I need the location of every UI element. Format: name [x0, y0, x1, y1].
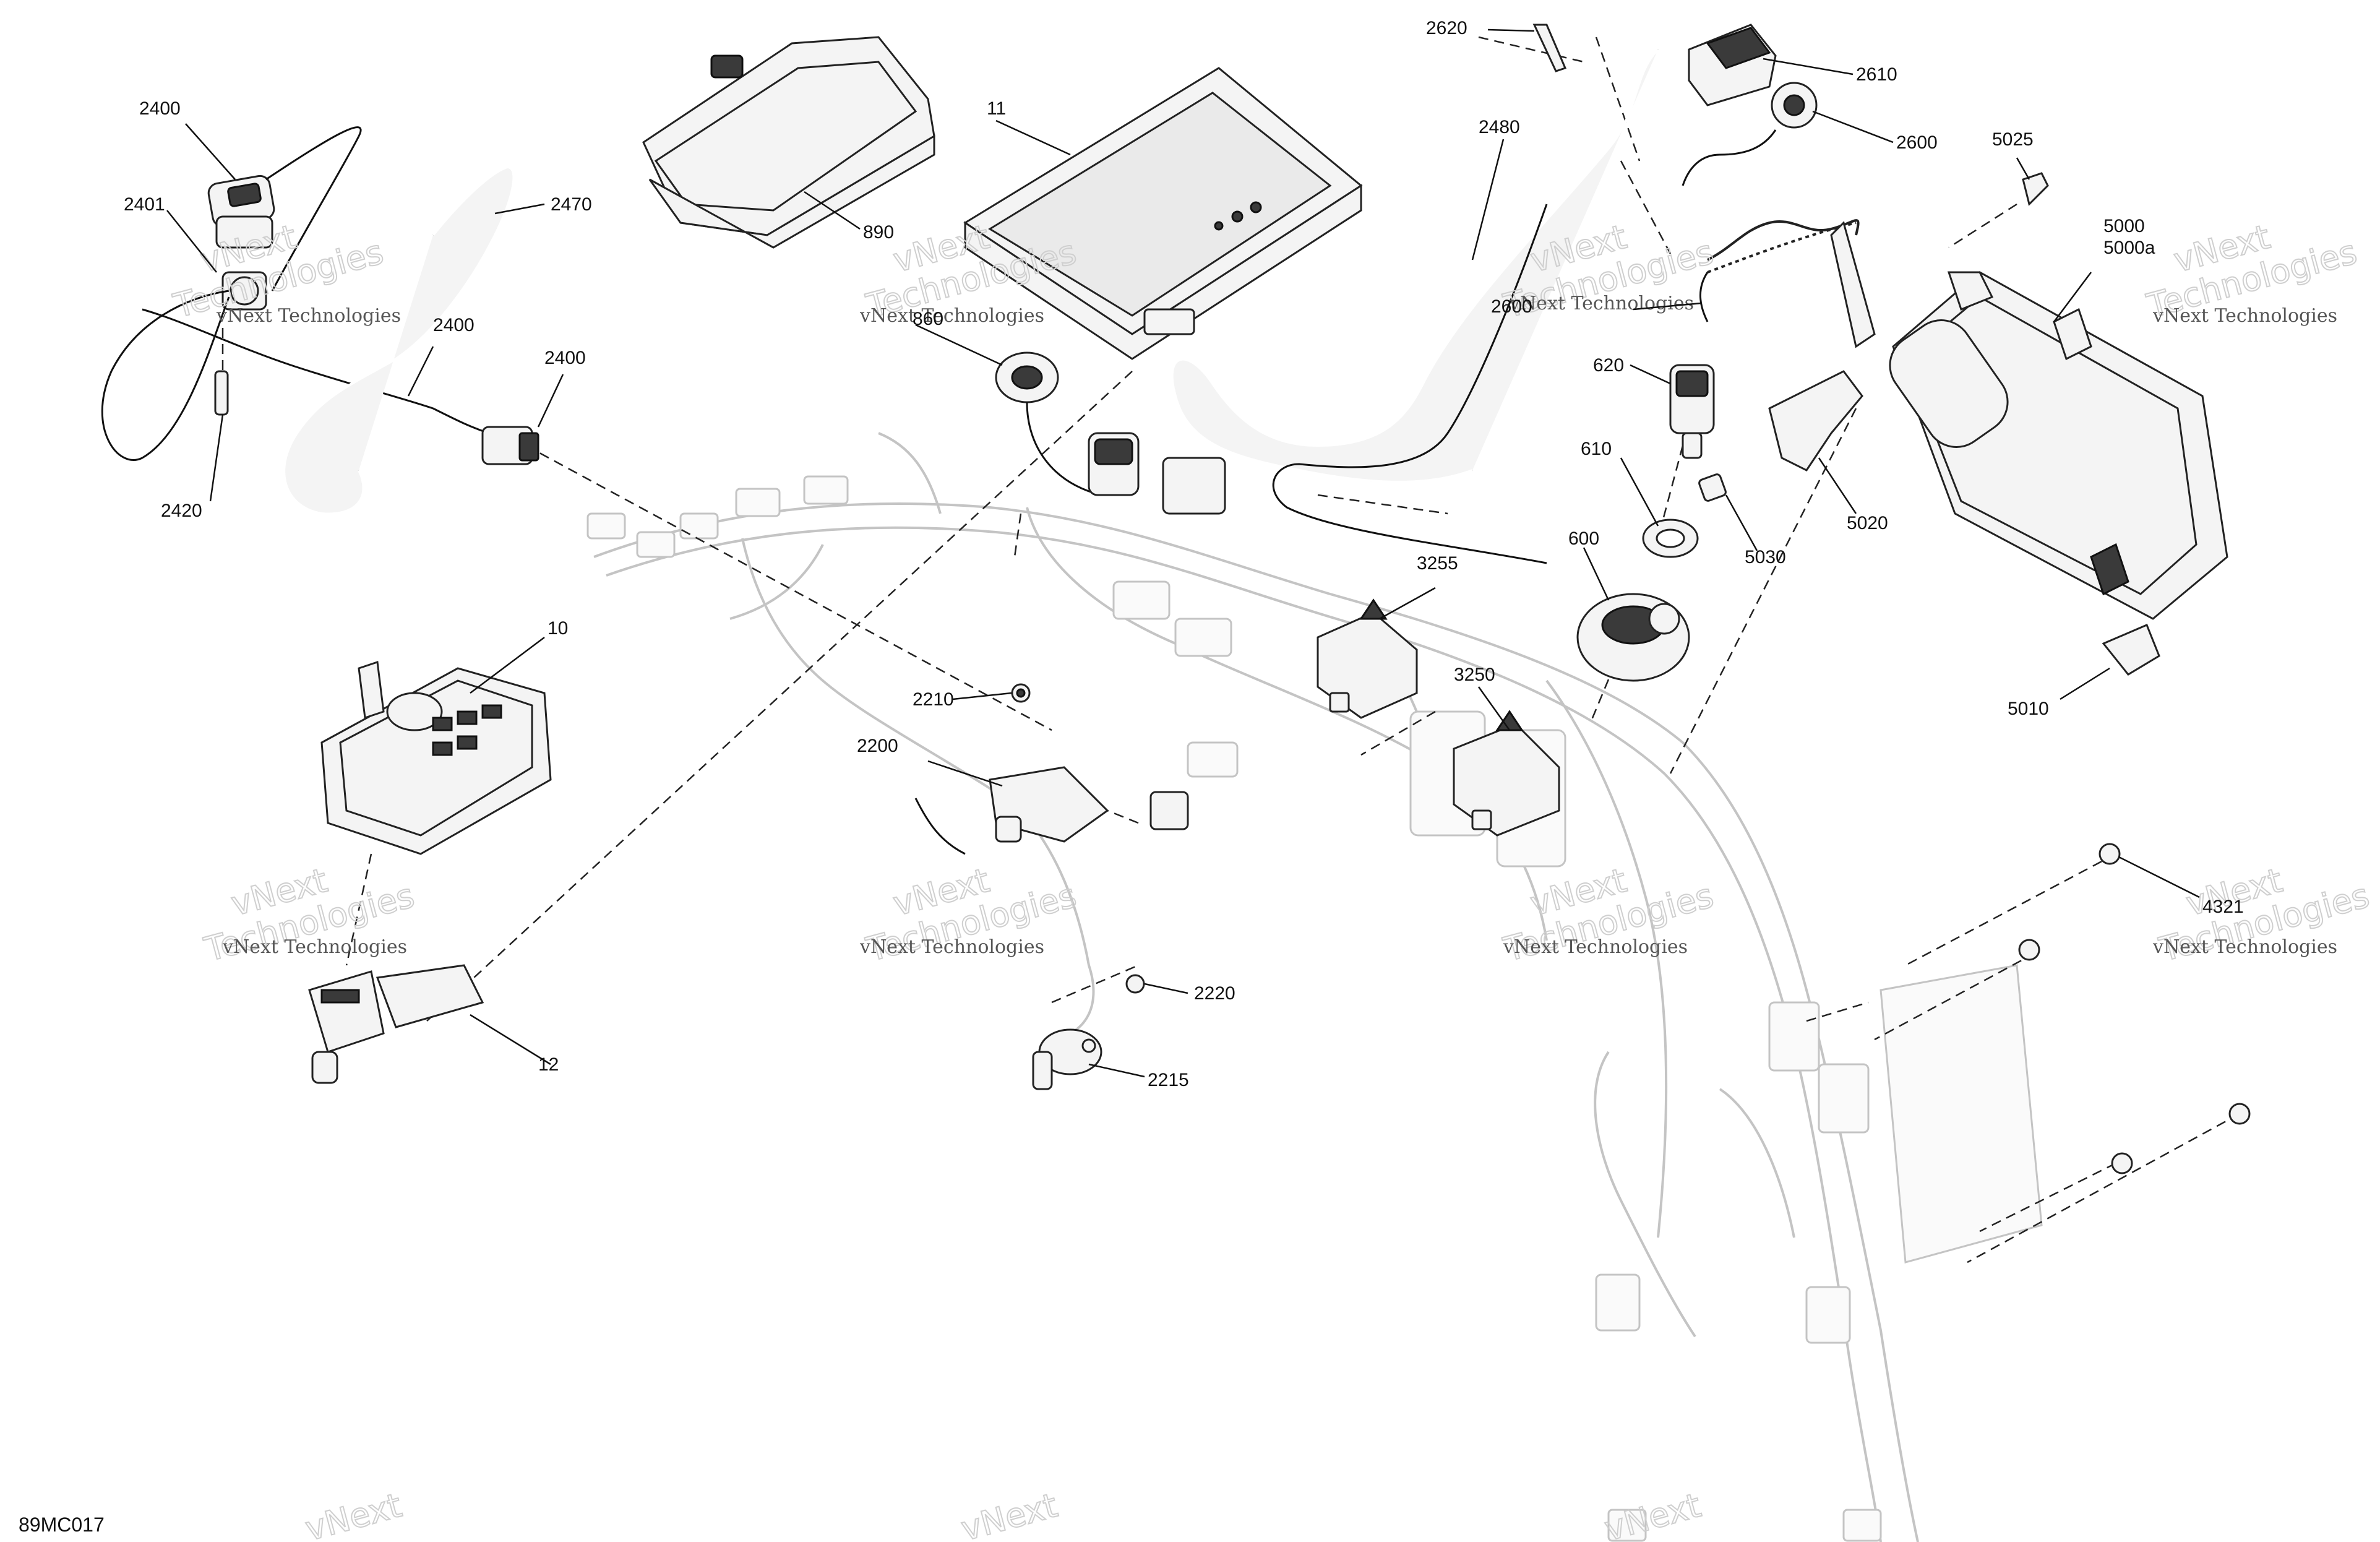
callout-860: 860: [913, 309, 943, 329]
callout-11: 11: [987, 98, 1006, 119]
watermark-caption: vNext Technologies: [222, 936, 407, 958]
callout-2610: 2610: [1856, 64, 1897, 85]
coil-cord-2600: [1699, 219, 1876, 348]
callout-610: 610: [1581, 439, 1612, 459]
callout-2215: 2215: [1148, 1070, 1189, 1090]
sensor-2610: [1688, 24, 1777, 106]
callout-5010: 5010: [2008, 699, 2049, 719]
callout-620: 620: [1593, 355, 1624, 376]
sensor-2600-top: [1682, 82, 1818, 186]
callout-2200: 2200: [857, 736, 898, 756]
sensor-600: [1576, 593, 1690, 682]
watermark-caption: vNext Technologies: [1509, 293, 1694, 314]
callout-2620: 2620: [1426, 18, 1467, 38]
callout-5000a: 5000a: [2103, 238, 2155, 258]
watermark-caption: vNext Technologies: [859, 305, 1044, 327]
cable-2470: [283, 165, 515, 515]
watermark-caption: vNext Technologies: [2152, 305, 2337, 327]
watermark-caption: vNext Technologies: [1503, 936, 1688, 958]
display-11: [963, 67, 1363, 360]
watermark-line1: vNext: [957, 1486, 1062, 1542]
callout-5000: 5000: [2103, 216, 2145, 236]
callout-2480: 2480: [1479, 117, 1520, 137]
connector-2400: [481, 426, 539, 465]
display-case-890: [642, 36, 935, 249]
screw-2220: [1125, 974, 1145, 994]
callout-2600: 2600: [1491, 296, 1532, 317]
watermark: vNext: [301, 1485, 406, 1542]
grommet-860: [995, 351, 1102, 496]
callout-2210: 2210: [913, 689, 954, 710]
connector-12: [308, 964, 484, 1084]
bolt-5025: [2022, 172, 2049, 206]
callout-2400: 2400: [544, 348, 586, 368]
figure-code: 89MC017: [19, 1514, 105, 1536]
callout-5020: 5020: [1847, 513, 1888, 533]
callout-2470: 2470: [551, 194, 592, 215]
control-module-10: [320, 660, 552, 855]
watermark-caption: vNext Technologies: [859, 936, 1044, 958]
watermark: vNext: [956, 1485, 1062, 1542]
screw-2620: [1532, 24, 1567, 72]
connector-display: [1088, 432, 1226, 515]
connector-620: [1669, 364, 1715, 459]
screw-2210: [1011, 683, 1031, 703]
callout-890: 890: [863, 222, 894, 243]
watermark: vNext: [1600, 1485, 1706, 1542]
cap-5010: [2102, 624, 2160, 676]
callout-2600: 2600: [1896, 132, 1938, 153]
bracket-5020: [1768, 370, 1863, 472]
watermark-caption: vNext Technologies: [2152, 936, 2337, 958]
callouts: 2400 2401 2470 2400 2400 2420 890 11 860…: [124, 18, 2244, 1090]
callout-2420: 2420: [161, 501, 202, 521]
cable-2480: [1171, 48, 1659, 564]
switch-2400: [207, 174, 275, 416]
switch-harness-loop: [101, 126, 489, 461]
relay-3255: [1317, 598, 1418, 719]
callout-3250: 3250: [1454, 665, 1495, 685]
nut-5030: [1698, 473, 1727, 502]
ecu-5000: [1889, 271, 2228, 620]
callout-2220: 2220: [1194, 983, 1235, 1004]
sensor-2200: [914, 766, 1189, 855]
watermark-line1: vNext: [301, 1486, 406, 1542]
callout-2400: 2400: [433, 315, 475, 335]
main-wiring-harness: [586, 432, 2043, 1542]
sensor-2215: [1032, 1028, 1102, 1090]
grommet-610: [1642, 519, 1699, 558]
callout-2400: 2400: [139, 98, 181, 119]
callout-5030: 5030: [1745, 547, 1786, 567]
leader-lines: [166, 28, 2200, 1078]
callout-10: 10: [548, 618, 568, 639]
callout-5025: 5025: [1992, 129, 2034, 150]
callout-2401: 2401: [124, 194, 165, 215]
watermark: vNext Technologies: [169, 217, 388, 326]
watermark-line1: vNext: [1600, 1486, 1705, 1542]
callout-600: 600: [1568, 528, 1599, 549]
nuts-4321: [2018, 843, 2251, 1174]
callout-4321: 4321: [2202, 897, 2244, 917]
watermark-caption: vNext Technologies: [216, 305, 401, 327]
callout-12: 12: [538, 1054, 559, 1075]
callout-3255: 3255: [1417, 553, 1458, 574]
